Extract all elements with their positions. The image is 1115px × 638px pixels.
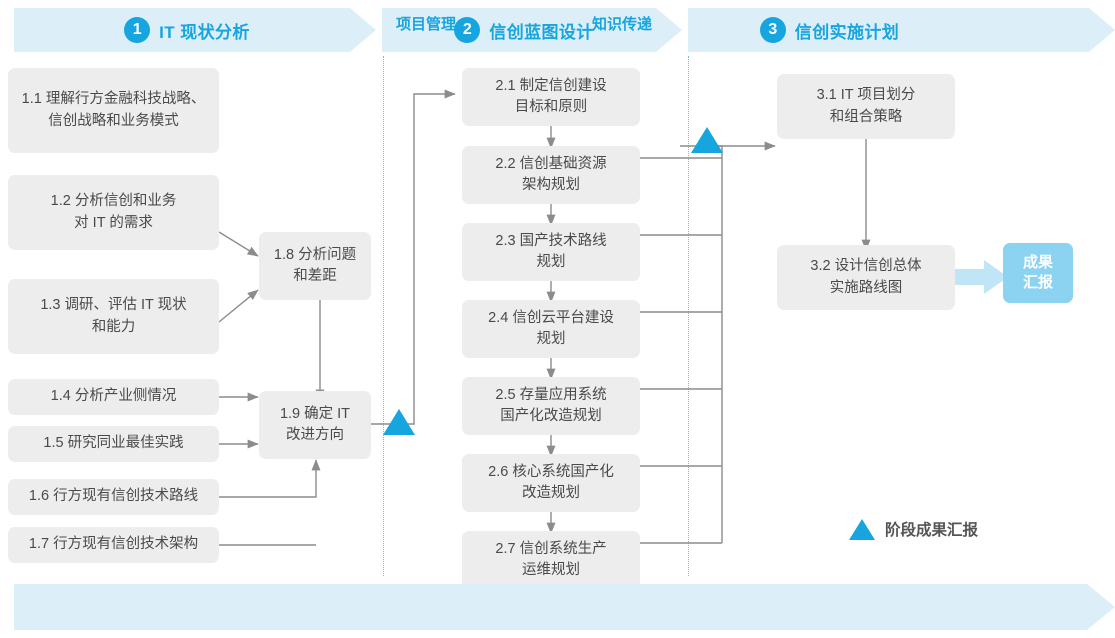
footer-band <box>14 584 1115 630</box>
phase-3-number: 3 <box>760 17 786 43</box>
task-box-3-1[interactable]: 3.1 IT 项目划分 和组合策略 <box>777 74 955 139</box>
task-box-1-2[interactable]: 1.2 分析信创和业务 对 IT 的需求 <box>8 175 219 250</box>
task-box-1-7[interactable]: 1.7 行方现有信创技术架构 <box>8 527 219 563</box>
outcome-badge[interactable]: 成果 汇报 <box>1003 243 1073 303</box>
footer-label-project-management: 项目管理 <box>396 16 457 33</box>
task-box-1-5[interactable]: 1.5 研究同业最佳实践 <box>8 426 219 462</box>
task-box-2-6[interactable]: 2.6 核心系统国产化 改造规划 <box>462 454 640 512</box>
phase-1-title: IT 现状分析 <box>159 22 250 42</box>
task-box-2-1[interactable]: 2.1 制定信创建设 目标和原则 <box>462 68 640 126</box>
milestone-triangle-icon <box>849 518 875 540</box>
phase-3-title: 信创实施计划 <box>794 22 900 42</box>
phase-2-number: 2 <box>454 17 480 43</box>
outcome-arrow-icon <box>950 260 1008 294</box>
task-box-2-4[interactable]: 2.4 信创云平台建设 规划 <box>462 300 640 358</box>
phase-header-2[interactable]: 2 信创蓝图设计 <box>382 8 682 52</box>
legend: 阶段成果汇报 <box>849 518 978 540</box>
phase-divider-1 <box>383 56 384 576</box>
task-box-3-2[interactable]: 3.2 设计信创总体 实施路线图 <box>777 245 955 310</box>
milestone-triangle-phase2 <box>691 127 723 153</box>
task-box-1-6[interactable]: 1.6 行方现有信创技术路线 <box>8 479 219 515</box>
task-box-2-3[interactable]: 2.3 国产技术路线 规划 <box>462 223 640 281</box>
task-box-1-3[interactable]: 1.3 调研、评估 IT 现状 和能力 <box>8 279 219 354</box>
task-box-2-5[interactable]: 2.5 存量应用系统 国产化改造规划 <box>462 377 640 435</box>
task-box-2-2[interactable]: 2.2 信创基础资源 架构规划 <box>462 146 640 204</box>
task-box-1-4[interactable]: 1.4 分析产业侧情况 <box>8 379 219 415</box>
milestone-triangle-phase1 <box>383 409 415 435</box>
phase-divider-2 <box>688 56 689 576</box>
task-box-2-7[interactable]: 2.7 信创系统生产 运维规划 <box>462 531 640 589</box>
phase-header-1[interactable]: 1 IT 现状分析 <box>14 8 376 52</box>
task-box-1-1[interactable]: 1.1 理解行方金融科技战略、 信创战略和业务模式 <box>8 68 219 153</box>
task-box-1-8[interactable]: 1.8 分析问题 和差距 <box>259 232 371 300</box>
phase-1-number: 1 <box>124 17 150 43</box>
phase-header-3[interactable]: 3 信创实施计划 <box>688 8 1115 52</box>
task-box-1-9[interactable]: 1.9 确定 IT 改进方向 <box>259 391 371 459</box>
footer-label-knowledge-transfer: 知识传递 <box>592 16 653 33</box>
legend-label: 阶段成果汇报 <box>885 522 979 539</box>
phase-2-title: 信创蓝图设计 <box>489 22 594 42</box>
